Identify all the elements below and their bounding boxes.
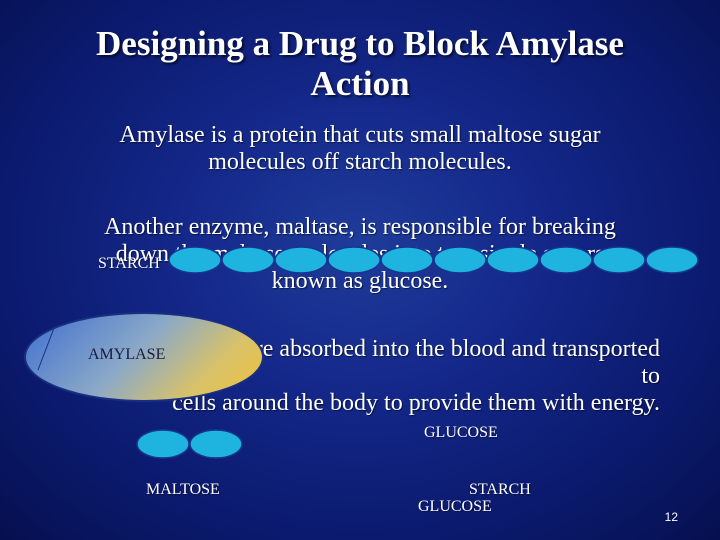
paragraph-absorption-line-2: cells around the body to provide them wi… — [172, 390, 660, 416]
label-glucose-mid: GLUCOSE — [424, 424, 498, 441]
label-amylase: AMYLASE — [88, 346, 166, 363]
starch-glucose-molecule — [274, 246, 328, 274]
maltose-molecule — [136, 429, 243, 459]
page-number: 12 — [664, 510, 678, 524]
label-glucose-bottom: GLUCOSE — [418, 498, 492, 515]
label-starch-top: STARCH — [98, 255, 160, 272]
starch-glucose-molecule — [645, 246, 699, 274]
title-line-2: Action — [310, 64, 410, 103]
starch-glucose-molecule — [327, 246, 381, 274]
amylase-enzyme-shape — [24, 312, 264, 402]
maltose-glucose-unit — [189, 429, 243, 459]
maltose-glucose-unit — [136, 429, 190, 459]
paragraph-maltase-line-1: Another enzyme, maltase, is responsible … — [104, 214, 616, 240]
starch-glucose-molecule — [486, 246, 540, 274]
paragraph-amylase-line-1: Amylase is a protein that cuts small mal… — [119, 122, 601, 148]
starch-glucose-molecule — [168, 246, 222, 274]
starch-glucose-molecule — [221, 246, 275, 274]
label-maltose: MALTOSE — [146, 481, 220, 498]
starch-glucose-molecule — [433, 246, 487, 274]
starch-glucose-molecule — [592, 246, 646, 274]
label-starch-bottom: STARCH — [469, 481, 531, 498]
title-line-1: Designing a Drug to Block Amylase — [96, 24, 624, 63]
paragraph-amylase: Amylase is a protein that cuts small mal… — [20, 122, 700, 176]
paragraph-amylase-line-2: molecules off starch molecules. — [208, 149, 512, 175]
starch-glucose-molecule — [380, 246, 434, 274]
amylase-cut-line — [37, 327, 55, 371]
starch-glucose-molecule — [539, 246, 593, 274]
starch-chain — [168, 246, 699, 274]
slide-title: Designing a Drug to Block Amylase Action — [40, 24, 680, 104]
